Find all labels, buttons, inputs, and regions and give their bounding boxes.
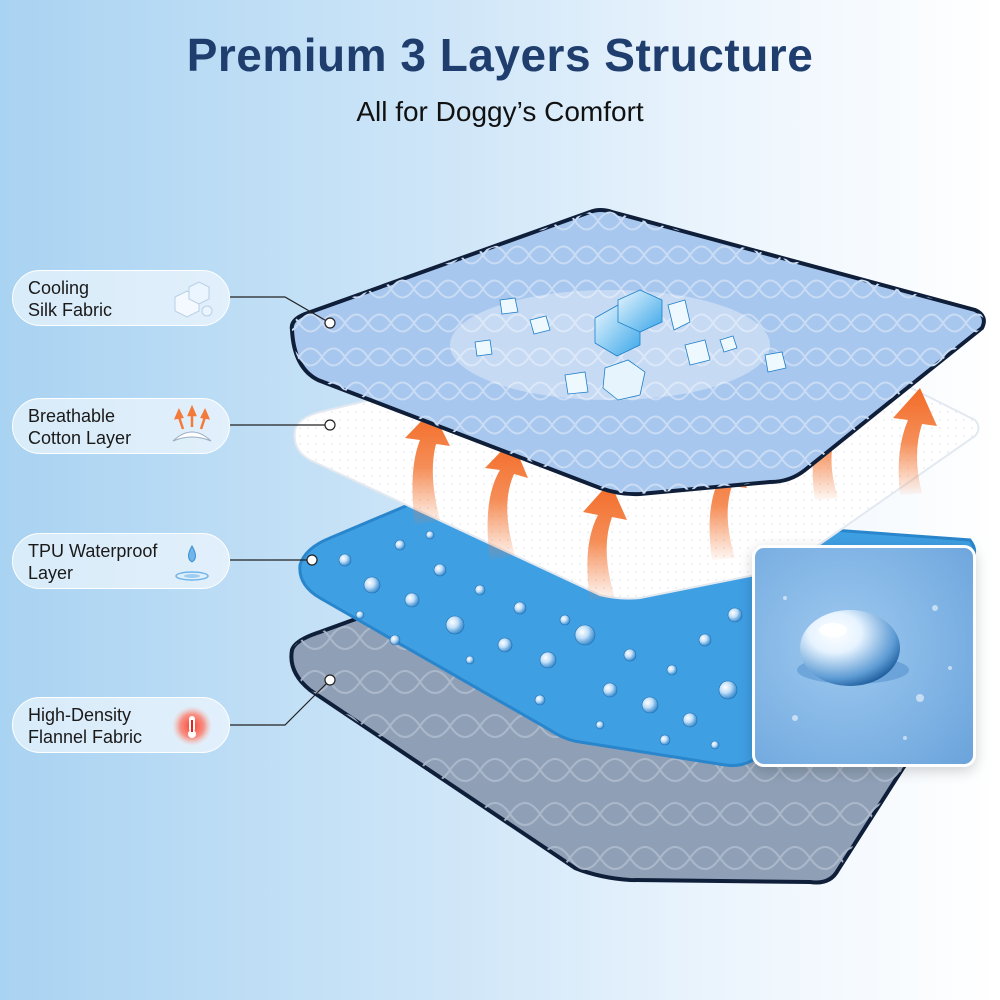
breathable-arrows-icon <box>172 405 212 442</box>
label-high-density-flannel: High-Density Flannel Fabric <box>12 697 230 753</box>
label-tpu-waterproof: TPU Waterproof Layer <box>12 533 230 589</box>
label-line1: High-Density <box>28 705 132 725</box>
water-droplet-closeup <box>752 545 976 767</box>
label-line1: TPU Waterproof <box>28 541 158 561</box>
label-line2: Silk Fabric <box>28 300 113 320</box>
label-breathable-cotton: Breathable Cotton Layer <box>12 398 230 454</box>
label-line1: Breathable <box>28 406 116 426</box>
warmth-icon <box>172 706 212 746</box>
water-droplet-icon <box>783 596 952 740</box>
page-title: Premium 3 Layers Structure <box>186 29 814 81</box>
ice-cubes <box>474 289 787 401</box>
page-subtitle: All for Doggy’s Comfort <box>356 96 644 127</box>
label-line2: Flannel Fabric <box>28 727 143 747</box>
label-line2: Cotton Layer <box>28 428 132 448</box>
label-cooling-silk: Cooling Silk Fabric <box>12 270 230 326</box>
water-drop-icon <box>175 545 209 581</box>
ice-cube-icon <box>174 281 213 318</box>
cooling-layer <box>289 208 986 497</box>
label-line1: Cooling <box>28 278 90 298</box>
label-line2: Layer <box>28 563 74 583</box>
